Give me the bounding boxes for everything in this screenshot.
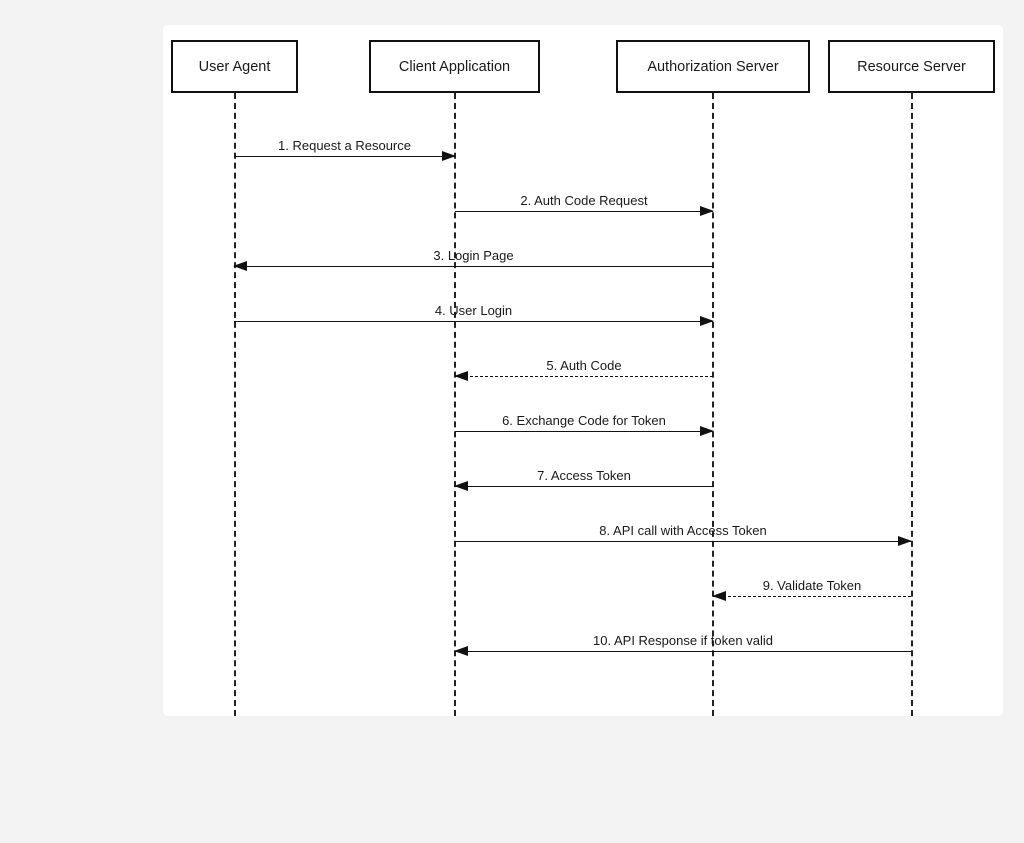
- lifeline-client-application: [454, 93, 456, 716]
- arrowhead-right-icon: [700, 426, 714, 436]
- message-1-request-a-resource: 1. Request a Resource: [234, 133, 456, 161]
- message-label: 1. Request a Resource: [278, 138, 411, 153]
- message-line: [455, 541, 911, 542]
- message-line: [234, 321, 713, 322]
- message-line: [455, 211, 713, 212]
- message-label: 4. User Login: [434, 303, 513, 318]
- message-3-login-page: 3. Login Page: [233, 243, 713, 271]
- arrowhead-left-icon: [454, 481, 468, 491]
- message-line: [455, 431, 713, 432]
- message-2-auth-code-request: 2. Auth Code Request: [455, 188, 714, 216]
- message-line: [455, 651, 911, 652]
- message-4-user-login: 4. User Login: [234, 298, 714, 326]
- arrowhead-left-icon: [454, 646, 468, 656]
- message-line: [234, 266, 713, 267]
- actor-box-authorization-server: Authorization Server: [616, 40, 810, 93]
- message-label: 6. Exchange Code for Token: [502, 413, 666, 428]
- arrowhead-right-icon: [700, 206, 714, 216]
- sequence-diagram-canvas: User Agent Client Application Authorizat…: [163, 25, 1003, 716]
- actor-label-authorization-server: Authorization Server: [647, 58, 779, 75]
- lifeline-user-agent: [233, 93, 236, 716]
- actor-label-user-agent: User Agent: [198, 58, 271, 75]
- message-label: 8. API call with Access Token: [599, 523, 767, 538]
- actor-label-client-application: Client Application: [398, 58, 511, 75]
- arrowhead-left-icon: [233, 261, 247, 271]
- message-label: 5. Auth Code: [546, 358, 622, 373]
- message-6-exchange-code-for-token: 6. Exchange Code for Token: [455, 408, 714, 436]
- message-label: 7. Access Token: [537, 468, 631, 483]
- message-label: 2. Auth Code Request: [520, 193, 648, 208]
- actor-label-resource-server: Resource Server: [857, 58, 966, 75]
- message-label: 10. API Response if token valid: [593, 633, 773, 648]
- message-label: 9. Validate Token: [762, 578, 862, 593]
- message-10-api-response-if-token-valid: 10. API Response if token valid: [454, 628, 911, 656]
- arrowhead-right-icon: [442, 151, 456, 161]
- message-5-auth-code: 5. Auth Code: [454, 353, 713, 381]
- arrowhead-right-icon: [898, 536, 912, 546]
- message-7-access-token: 7. Access Token: [454, 463, 713, 491]
- actor-box-client-application: Client Application: [369, 40, 540, 93]
- message-line: [713, 596, 911, 597]
- arrowhead-left-icon: [712, 591, 726, 601]
- message-8-api-call-with-access-token: 8. API call with Access Token: [455, 518, 912, 546]
- arrowhead-right-icon: [700, 316, 714, 326]
- actor-box-user-agent: User Agent: [171, 40, 298, 93]
- message-label: 3. Login Page: [433, 248, 514, 263]
- message-9-validate-token: 9. Validate Token: [712, 573, 911, 601]
- lifeline-resource-server: [910, 93, 913, 716]
- message-line: [455, 376, 713, 377]
- arrowhead-left-icon: [454, 371, 468, 381]
- lifeline-authorization-server: [712, 93, 714, 716]
- message-line: [455, 486, 713, 487]
- message-line: [234, 156, 455, 157]
- actor-box-resource-server: Resource Server: [828, 40, 995, 93]
